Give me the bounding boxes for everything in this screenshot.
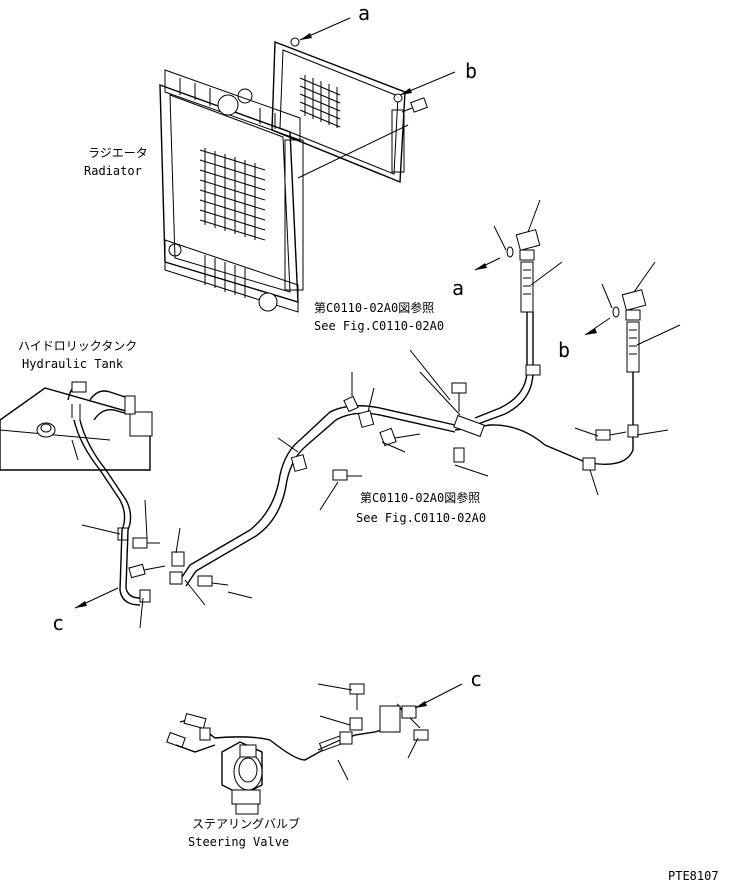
steering-label-jp: ステアリングバルブ bbox=[192, 816, 300, 831]
drawing-code: PTE8107 bbox=[668, 869, 719, 883]
see-fig-1-jp: 第C0110-02A0図参照 bbox=[314, 300, 434, 315]
tube-clamps bbox=[117, 364, 639, 603]
radiator-label-jp: ラジエータ bbox=[88, 146, 148, 160]
steering-label-en: Steering Valve bbox=[188, 835, 289, 849]
leader-radiator-cooler bbox=[297, 124, 409, 179]
see-fig-2-en: See Fig.C0110-02A0 bbox=[356, 511, 486, 525]
label-b-top: b bbox=[465, 59, 477, 83]
tank-return-tube bbox=[73, 419, 141, 606]
radiator-core-grid bbox=[199, 148, 266, 241]
radiator-assembly bbox=[159, 69, 304, 313]
oil-cooler-panel bbox=[271, 37, 406, 184]
cooler-bolt bbox=[401, 97, 428, 113]
steering-tube bbox=[166, 703, 417, 761]
leader-tank bbox=[71, 439, 79, 461]
label-a-top: a bbox=[358, 1, 370, 25]
radiator-label-en: Radiator bbox=[84, 164, 142, 178]
hyd-tank-label-en: Hydraulic Tank bbox=[22, 357, 124, 371]
label-c-left: c bbox=[52, 611, 64, 635]
see-fig-2-jp: 第C0110-02A0図参照 bbox=[360, 490, 480, 505]
elbow-fitting-a bbox=[493, 199, 563, 313]
oil-cooler-grid bbox=[299, 75, 341, 128]
hyd-tank-label-jp: ハイドロリックタンク bbox=[18, 339, 137, 353]
label-b-mid: b bbox=[558, 338, 570, 362]
hydraulic-tank bbox=[0, 381, 153, 471]
see-fig-1-en: See Fig.C0110-02A0 bbox=[314, 319, 444, 333]
label-a-mid: a bbox=[452, 276, 464, 300]
mounting-bolts bbox=[128, 382, 627, 587]
elbow-fitting-b bbox=[601, 261, 681, 373]
steering-valve bbox=[221, 741, 263, 815]
label-c-right: c bbox=[470, 667, 482, 691]
leader-lines-bottom bbox=[317, 683, 419, 781]
steering-bolts bbox=[349, 683, 429, 741]
leader-lines-mid bbox=[81, 349, 669, 629]
